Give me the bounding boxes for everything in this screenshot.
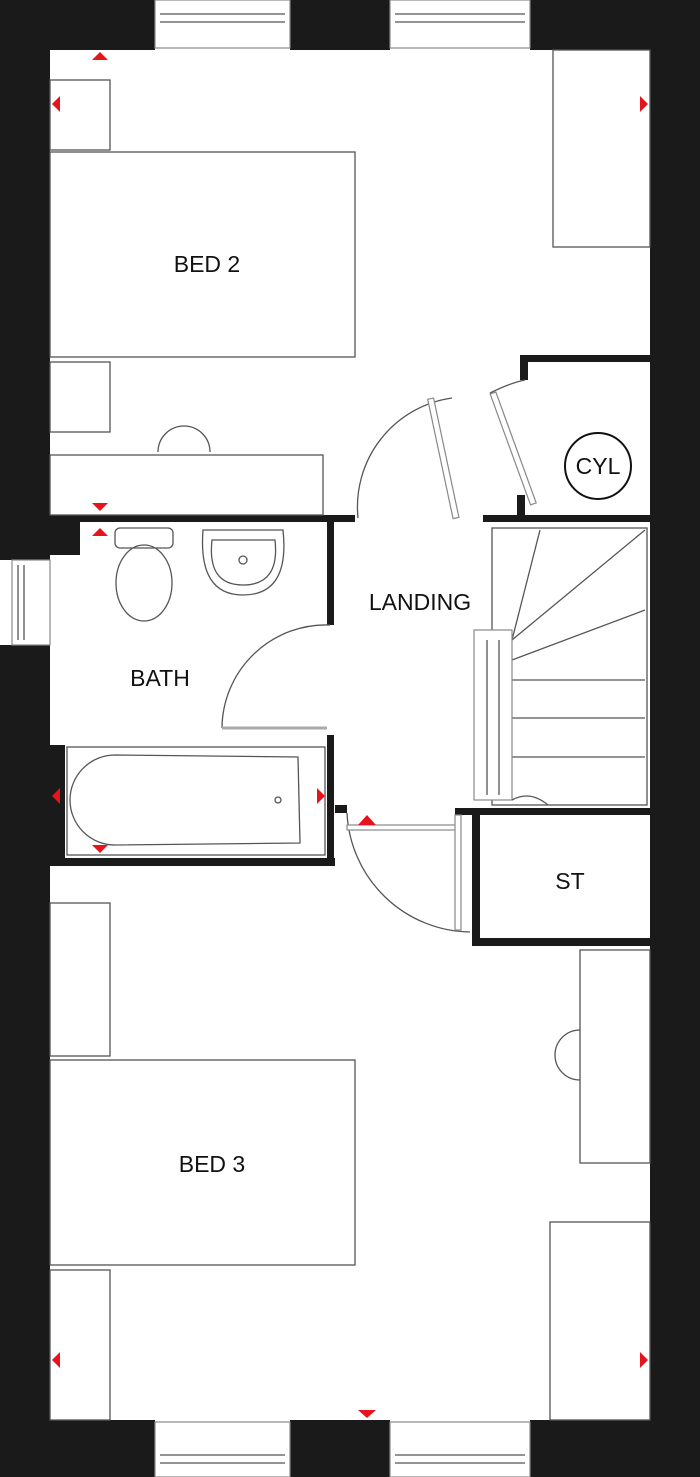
room-label-st: ST bbox=[555, 868, 584, 894]
doors bbox=[221, 379, 537, 933]
cylinder-symbol bbox=[564, 432, 632, 500]
room-label-bed3: BED 3 bbox=[179, 1151, 245, 1177]
internal-walls bbox=[50, 355, 650, 946]
furniture bbox=[49, 49, 651, 1421]
room-label-cyl: CYL bbox=[576, 453, 621, 479]
room-label-bed2: BED 2 bbox=[174, 251, 240, 277]
windows bbox=[11, 0, 531, 1477]
room-label-landing: LANDING bbox=[369, 589, 471, 615]
room-label-bath: BATH bbox=[130, 665, 190, 691]
staircase bbox=[473, 527, 648, 806]
electrical-markers bbox=[52, 52, 648, 1418]
